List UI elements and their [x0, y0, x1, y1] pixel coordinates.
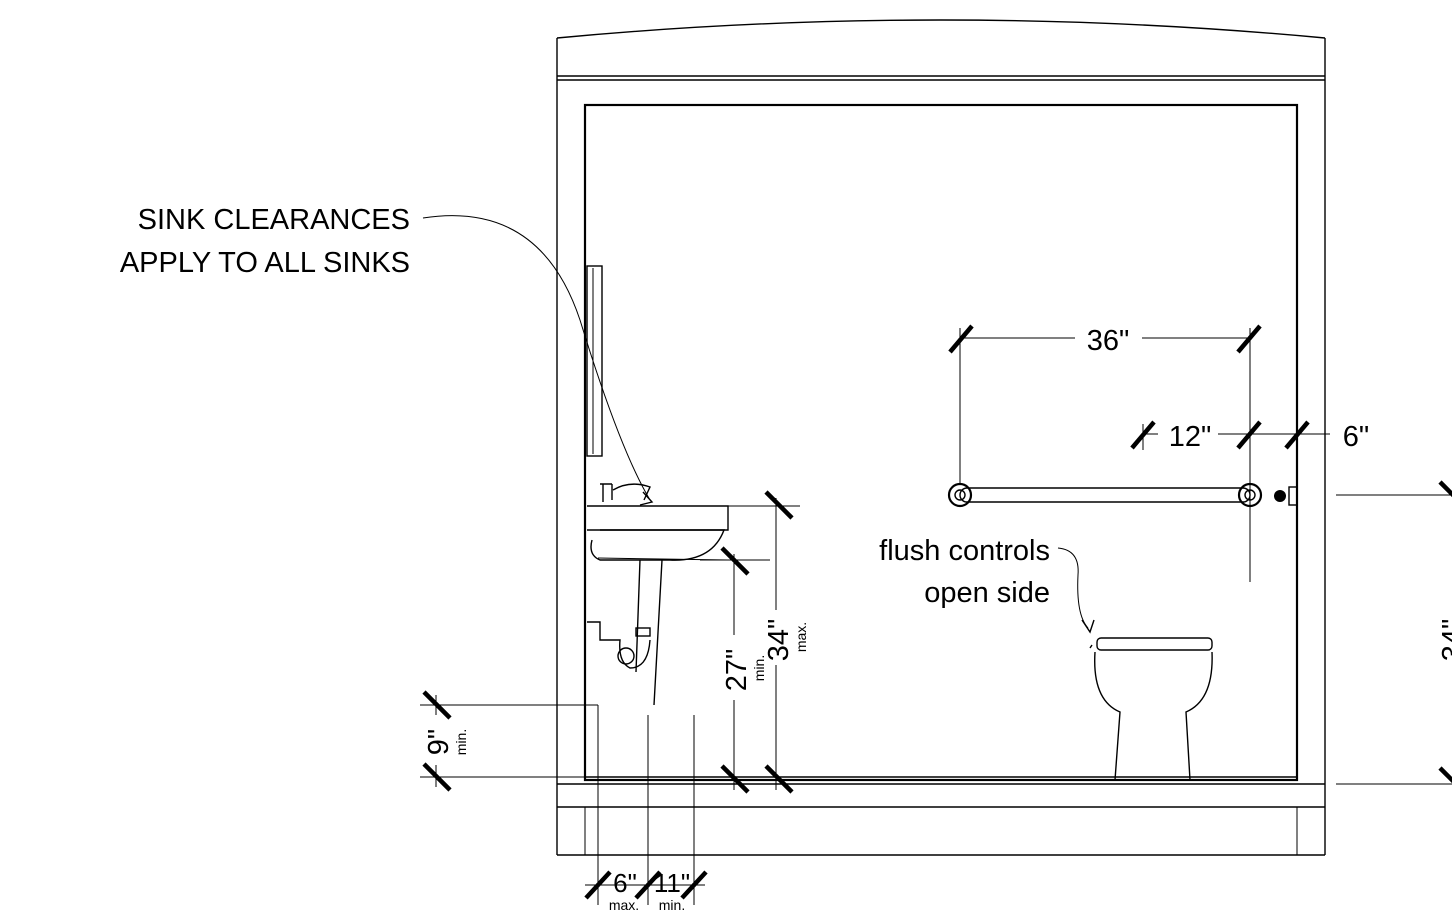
dim-grab-bar-offset: 12": [1169, 421, 1212, 453]
dim-grab-bar-height: 34": [1437, 619, 1452, 662]
mirror: [586, 265, 603, 457]
dim-knee-depth: 11": [654, 868, 690, 898]
dim-toe-depth-qualifier: max.: [609, 897, 639, 913]
dim-toe-clearance: 9": [423, 729, 455, 755]
flush-note-line2: open side: [924, 577, 1050, 609]
dim-grab-bar-end: 6": [1343, 421, 1369, 453]
dim-toe-qualifier: min.: [453, 729, 469, 755]
dim-sink-rim-height: 34": [763, 619, 795, 662]
wall-sink: [587, 483, 729, 784]
dim-grab-bar-length: 36": [1087, 325, 1130, 357]
flush-note-line1: flush controls: [879, 535, 1050, 567]
sink-note-line2: APPLY TO ALL SINKS: [120, 247, 410, 279]
flush-valve: [1274, 486, 1298, 506]
sink-note-line1: SINK CLEARANCES: [138, 204, 410, 236]
leader-lines: [422, 215, 1095, 634]
dim-toe-depth: 6": [613, 868, 637, 898]
dim-knee-clearance: 27": [721, 649, 753, 692]
toilet: [1089, 637, 1213, 781]
dim-knee-depth-qualifier: min.: [659, 897, 685, 913]
dim-sink-rim-qualifier: max.: [793, 622, 809, 652]
grab-bar: [947, 482, 1263, 508]
dimension-lines: [420, 324, 1452, 905]
dim-knee-qualifier: min.: [751, 655, 767, 681]
